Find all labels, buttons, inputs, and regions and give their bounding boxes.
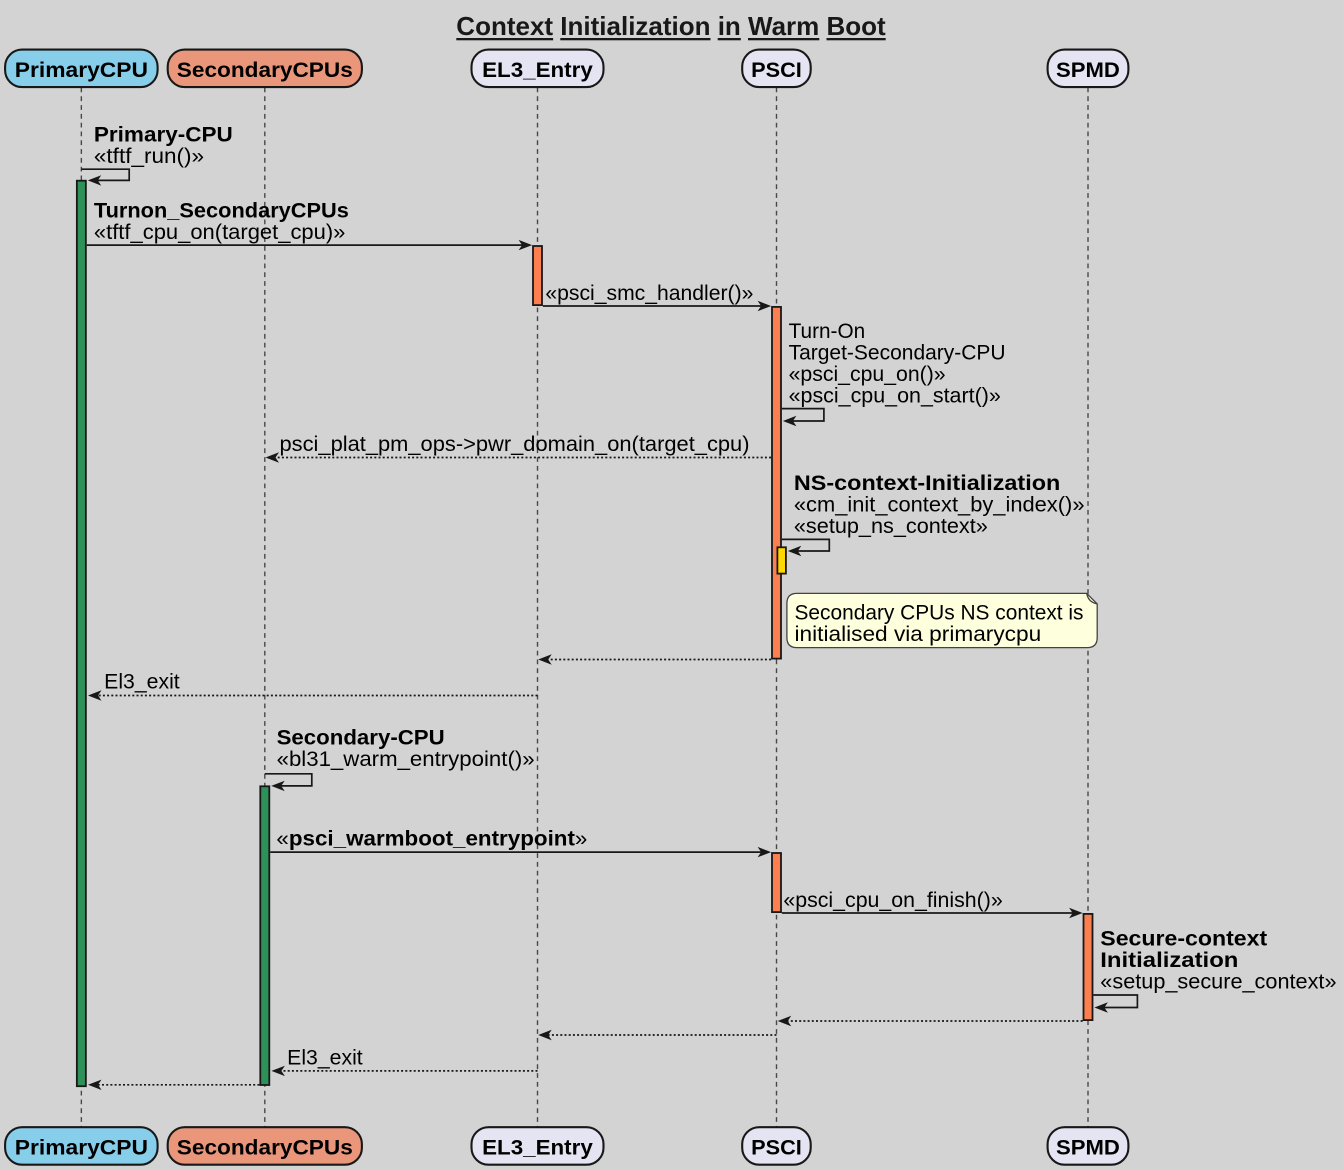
svg-text:El3_exit: El3_exit [104, 671, 180, 694]
svg-text:Warm: Warm [748, 11, 819, 41]
svg-text:SecondaryCPUs: SecondaryCPUs [177, 1136, 353, 1159]
svg-text:Turn-On: Turn-On [789, 320, 866, 343]
svg-text:«setup_ns_context»: «setup_ns_context» [794, 515, 988, 538]
svg-text:Secure-context: Secure-context [1100, 928, 1267, 951]
svg-text:El3_exit: El3_exit [287, 1047, 363, 1070]
svg-text:Turnon_SecondaryCPUs: Turnon_SecondaryCPUs [94, 199, 349, 222]
svg-text:«psci_cpu_on_start()»: «psci_cpu_on_start()» [789, 384, 1001, 407]
svg-text:«tftf_cpu_on(target_cpu)»: «tftf_cpu_on(target_cpu)» [94, 221, 346, 244]
svg-text:Secondary-CPU: Secondary-CPU [277, 727, 445, 750]
svg-text:PrimaryCPU: PrimaryCPU [15, 1136, 148, 1159]
svg-text:Initialization: Initialization [560, 11, 710, 41]
svg-text:psci_plat_pm_ops->pwr_domain_o: psci_plat_pm_ops->pwr_domain_on(target_c… [280, 433, 750, 456]
svg-text:Secondary CPUs NS context is: Secondary CPUs NS context is [795, 602, 1084, 625]
svg-text:SPMD: SPMD [1056, 59, 1120, 82]
svg-text:PSCI: PSCI [751, 1136, 802, 1159]
svg-text:PSCI: PSCI [751, 59, 802, 82]
svg-text:in: in [718, 11, 741, 41]
svg-text:«cm_init_context_by_index()»: «cm_init_context_by_index()» [794, 494, 1085, 517]
svg-text:«tftf_run()»: «tftf_run()» [94, 145, 204, 168]
svg-text:Context: Context [456, 11, 553, 41]
svg-text:Boot: Boot [827, 11, 887, 41]
svg-text:initialised via primarycpu: initialised via primarycpu [795, 623, 1042, 646]
svg-text:SPMD: SPMD [1056, 1136, 1120, 1159]
svg-text:PrimaryCPU: PrimaryCPU [15, 59, 148, 82]
svg-text:Initialization: Initialization [1100, 949, 1238, 972]
svg-text:«bl31_warm_entrypoint()»: «bl31_warm_entrypoint()» [277, 748, 535, 771]
svg-text:«psci_warmboot_entrypoint»: «psci_warmboot_entrypoint» [276, 828, 587, 851]
svg-text:«setup_secure_context»: «setup_secure_context» [1100, 971, 1336, 994]
svg-text:Primary-CPU: Primary-CPU [94, 123, 233, 146]
svg-text:EL3_Entry: EL3_Entry [482, 59, 593, 82]
svg-text:«psci_cpu_on()»: «psci_cpu_on()» [789, 363, 946, 386]
svg-text:«psci_smc_handler()»: «psci_smc_handler()» [545, 282, 753, 305]
svg-text:«psci_cpu_on_finish()»: «psci_cpu_on_finish()» [783, 889, 1002, 912]
svg-text:SecondaryCPUs: SecondaryCPUs [177, 59, 353, 82]
svg-text:NS-context-Initialization: NS-context-Initialization [794, 472, 1060, 495]
svg-text:EL3_Entry: EL3_Entry [482, 1136, 593, 1159]
svg-text:Target-Secondary-CPU: Target-Secondary-CPU [789, 341, 1006, 364]
